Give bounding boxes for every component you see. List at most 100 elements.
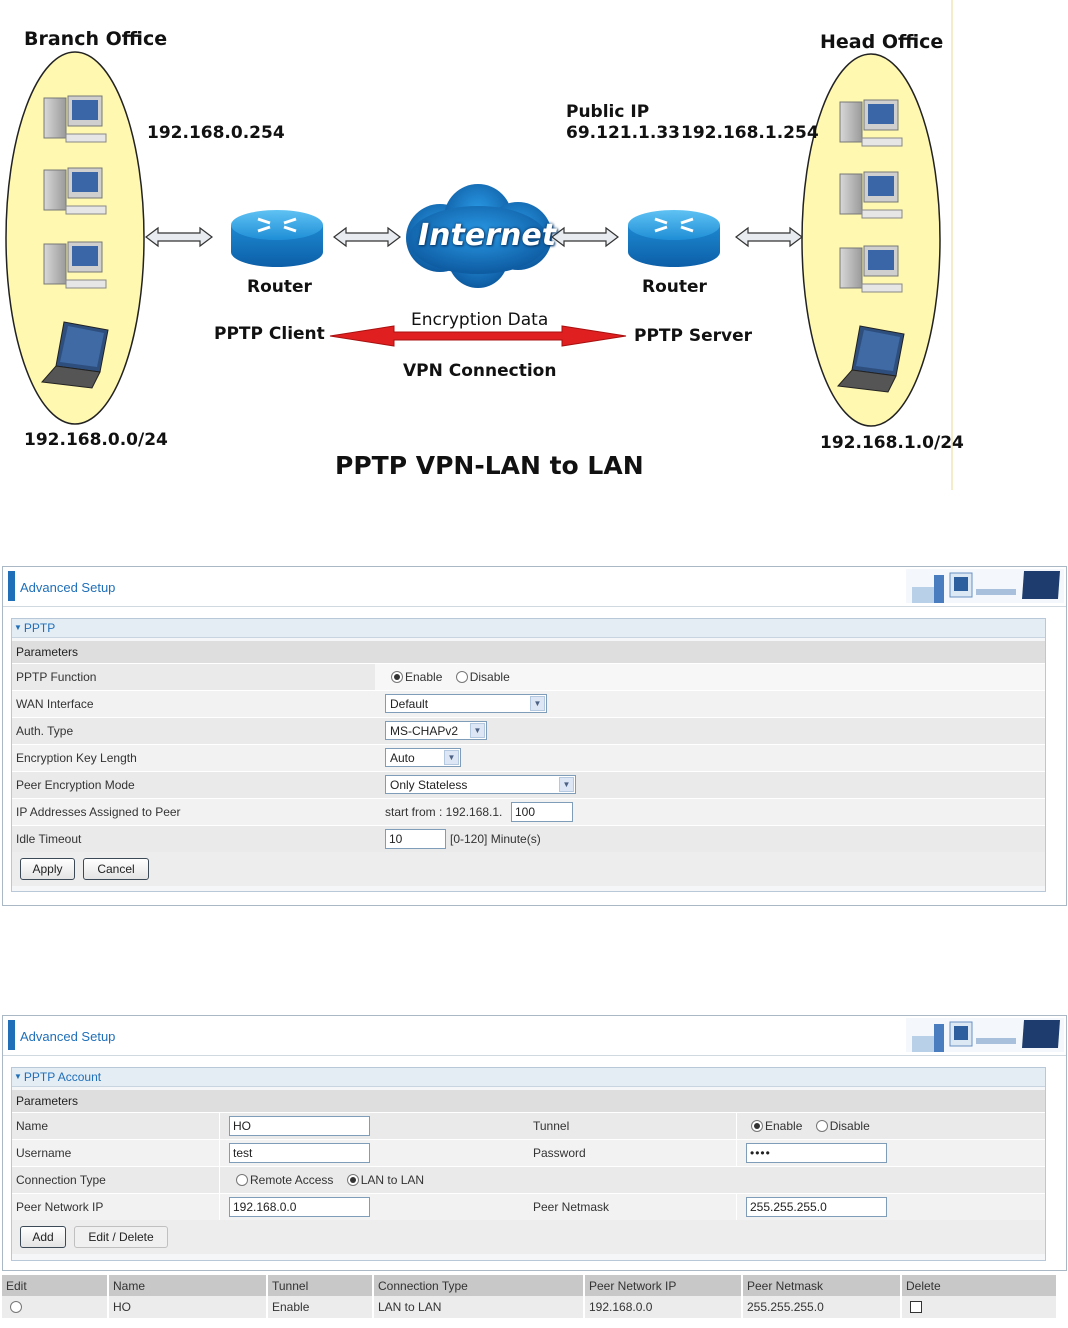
branch-pc-icon-1 xyxy=(43,95,107,143)
key-length-select[interactable]: Auto ▼ xyxy=(385,748,461,767)
disable-label: Disable xyxy=(829,1119,870,1133)
branch-subnet-label: 192.168.0.0/24 xyxy=(24,430,168,450)
head-pc-icon-3 xyxy=(839,245,903,293)
section-title-text: PPTP Account xyxy=(23,1070,102,1084)
connection-type-value: Remote Access LAN to LAN xyxy=(232,1167,424,1193)
chevron-down-icon: ▼ xyxy=(470,723,485,738)
public-ip: 69.121.1.33 xyxy=(566,123,681,143)
head-office-label: Head Office xyxy=(820,31,944,53)
column-header-delete: Delete xyxy=(901,1275,1058,1296)
panel-title: Advanced Setup xyxy=(20,580,116,595)
button-row: Apply Cancel xyxy=(12,852,1045,886)
auth-type-label: Auth. Type xyxy=(16,724,74,738)
head-pc-icon-1 xyxy=(839,99,903,147)
collapse-triangle-icon: ▼ xyxy=(14,623,22,632)
router-right-icon xyxy=(628,210,720,267)
auth-type-value: MS-CHAPv2 xyxy=(390,724,459,738)
panel-header: Advanced Setup xyxy=(3,567,1066,607)
column-header-tunnel: Tunnel xyxy=(267,1275,374,1296)
chevron-down-icon: ▼ xyxy=(444,750,459,765)
branch-router-ip: 192.168.0.254 xyxy=(147,123,285,143)
add-button[interactable]: Add xyxy=(20,1226,66,1248)
pptp-network-diagram: Branch Office Head Office 192.168.0.254 … xyxy=(0,0,1068,500)
idle-timeout-input[interactable]: 10 xyxy=(385,829,446,849)
connection-type-cell: LAN to LAN xyxy=(373,1296,585,1318)
peer-network-ip-cell: 192.168.0.0 xyxy=(584,1296,743,1318)
tunnel-value: Enable Disable xyxy=(747,1113,870,1139)
idle-timeout-row: Idle Timeout 10 [0-120] Minute(s) xyxy=(12,825,1045,852)
tunnel-enable-radio[interactable] xyxy=(751,1120,763,1132)
internet-cloud-icon xyxy=(406,184,552,288)
column-separator xyxy=(219,1167,220,1193)
peer-netmask-input[interactable]: 255.255.255.0 xyxy=(746,1197,887,1217)
wan-interface-select[interactable]: Default ▼ xyxy=(385,694,547,713)
chevron-down-icon: ▼ xyxy=(559,777,574,792)
header-accent-bar xyxy=(8,1020,15,1050)
pptp-account-section-title[interactable]: ▼PPTP Account xyxy=(12,1068,1045,1087)
internet-label: Internet xyxy=(418,218,557,253)
cancel-button[interactable]: Cancel xyxy=(83,858,149,880)
ip-start-input[interactable]: 100 xyxy=(511,802,573,822)
wan-interface-label: WAN Interface xyxy=(16,697,94,711)
pptp-disable-radio[interactable] xyxy=(455,671,468,683)
edit-row-radio[interactable] xyxy=(10,1301,22,1313)
idle-timeout-label: Idle Timeout xyxy=(16,832,82,846)
column-separator xyxy=(219,1113,220,1139)
ip-assigned-row: IP Addresses Assigned to Peer start from… xyxy=(12,798,1045,825)
peer-network-row: Peer Network IP 192.168.0.0 Peer Netmask… xyxy=(12,1193,1045,1220)
office-banner-icon xyxy=(906,569,1064,603)
chevron-down-icon: ▼ xyxy=(530,696,545,711)
peer-network-ip-input[interactable]: 192.168.0.0 xyxy=(229,1197,370,1217)
branch-laptop-icon xyxy=(40,321,109,389)
disable-label: Disable xyxy=(469,670,510,684)
column-separator xyxy=(219,1140,220,1166)
tunnel-disable-radio[interactable] xyxy=(815,1120,828,1132)
pptp-account-section: ▼PPTP Account Parameters Name HO Tunnel … xyxy=(11,1067,1046,1261)
arrow-router-internet xyxy=(333,226,401,248)
public-ip-label: Public IP xyxy=(566,102,650,122)
column-header-connection-type: Connection Type xyxy=(373,1275,585,1296)
head-office-ellipse xyxy=(801,53,941,427)
parameters-header: Parameters xyxy=(12,641,1045,663)
panel-title: Advanced Setup xyxy=(20,1029,116,1044)
lan-to-lan-radio[interactable] xyxy=(346,1174,359,1186)
enable-label: Enable xyxy=(765,1119,803,1133)
username-input[interactable]: test xyxy=(229,1143,370,1163)
pptp-section: ▼PPTP Parameters PPTP Function Enable Di… xyxy=(11,618,1046,892)
collapse-triangle-icon: ▼ xyxy=(14,1072,22,1081)
wan-interface-value: Default xyxy=(390,697,429,711)
peer-encryption-mode-select[interactable]: Only Stateless▼ xyxy=(385,775,576,794)
remote-access-radio[interactable] xyxy=(236,1174,248,1186)
delete-checkbox[interactable] xyxy=(910,1301,922,1313)
edit-delete-button[interactable]: Edit / Delete xyxy=(74,1226,168,1248)
table-row: HO Enable LAN to LAN 192.168.0.0 255.255… xyxy=(2,1296,1058,1318)
auth-type-select[interactable]: MS-CHAPv2 ▼ xyxy=(385,721,487,740)
router-right-label: Router xyxy=(642,277,707,297)
password-label: Password xyxy=(533,1146,586,1160)
pptp-function-row: PPTP Function Enable Disable xyxy=(12,663,1045,690)
peer-netmask-cell: 255.255.255.0 xyxy=(742,1296,902,1318)
pptp-section-title[interactable]: ▼PPTP xyxy=(12,619,1045,638)
head-router-ip: 192.168.1.254 xyxy=(681,123,819,143)
password-input[interactable]: •••• xyxy=(746,1143,887,1163)
pptp-accounts-table: Edit Name Tunnel Connection Type Peer Ne… xyxy=(2,1275,1058,1318)
button-row: Add Edit / Delete xyxy=(12,1220,1045,1254)
idle-timeout-hint: [0-120] Minute(s) xyxy=(450,832,541,846)
pptp-function-value: Enable Disable xyxy=(375,664,1045,690)
auth-type-row: Auth. Type MS-CHAPv2 ▼ xyxy=(12,717,1045,744)
key-length-value: Auto xyxy=(390,751,415,765)
diagram-graphics xyxy=(5,0,953,490)
column-separator xyxy=(736,1140,737,1166)
branch-office-label: Branch Office xyxy=(24,28,168,50)
encryption-red-arrow xyxy=(329,325,627,347)
delete-cell xyxy=(901,1296,1058,1318)
name-input[interactable]: HO xyxy=(229,1116,370,1136)
column-header-name: Name xyxy=(108,1275,268,1296)
name-tunnel-row: Name HO Tunnel Enable Disable xyxy=(12,1112,1045,1139)
tunnel-label: Tunnel xyxy=(533,1119,570,1133)
pptp-enable-radio[interactable] xyxy=(391,671,403,683)
arrow-branch-router xyxy=(145,226,213,248)
name-label: Name xyxy=(16,1119,49,1133)
lan-to-lan-label: LAN to LAN xyxy=(360,1173,425,1187)
apply-button[interactable]: Apply xyxy=(20,858,75,880)
